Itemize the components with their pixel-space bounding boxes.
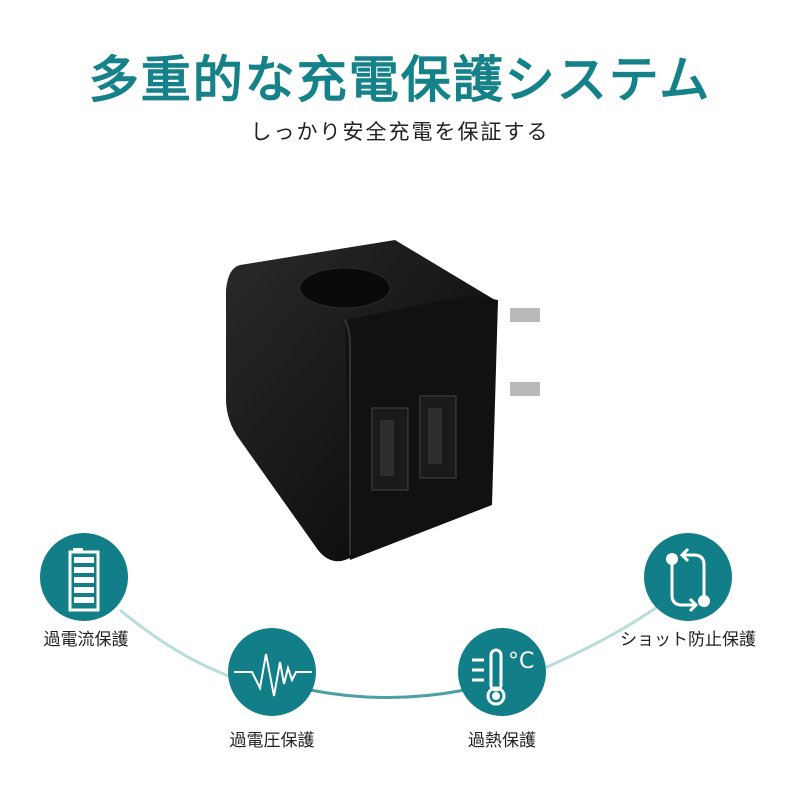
feature-overheat-circle: °C (458, 628, 546, 716)
feature-overheat-label: 過熱保護 (468, 731, 536, 751)
feature-overcurrent-label: 過電流保護 (43, 630, 129, 650)
feature-short-circuit-label: ショット防止保護 (620, 630, 756, 650)
thermometer-icon: °C (472, 648, 534, 706)
feature-overcurrent-circle (40, 533, 128, 621)
battery-icon (68, 548, 100, 612)
page-subtitle: しっかり安全充電を保証する (250, 120, 550, 144)
feature-overvoltage-label: 過電圧保護 (229, 731, 315, 751)
svg-text:°C: °C (508, 649, 534, 674)
feature-overvoltage-circle (228, 628, 316, 716)
voltage-wave-icon (234, 653, 312, 697)
page-title: 多重的な充電保護システム (88, 51, 712, 109)
short-circuit-icon (666, 547, 710, 613)
feature-short-circuit-circle (644, 533, 732, 621)
